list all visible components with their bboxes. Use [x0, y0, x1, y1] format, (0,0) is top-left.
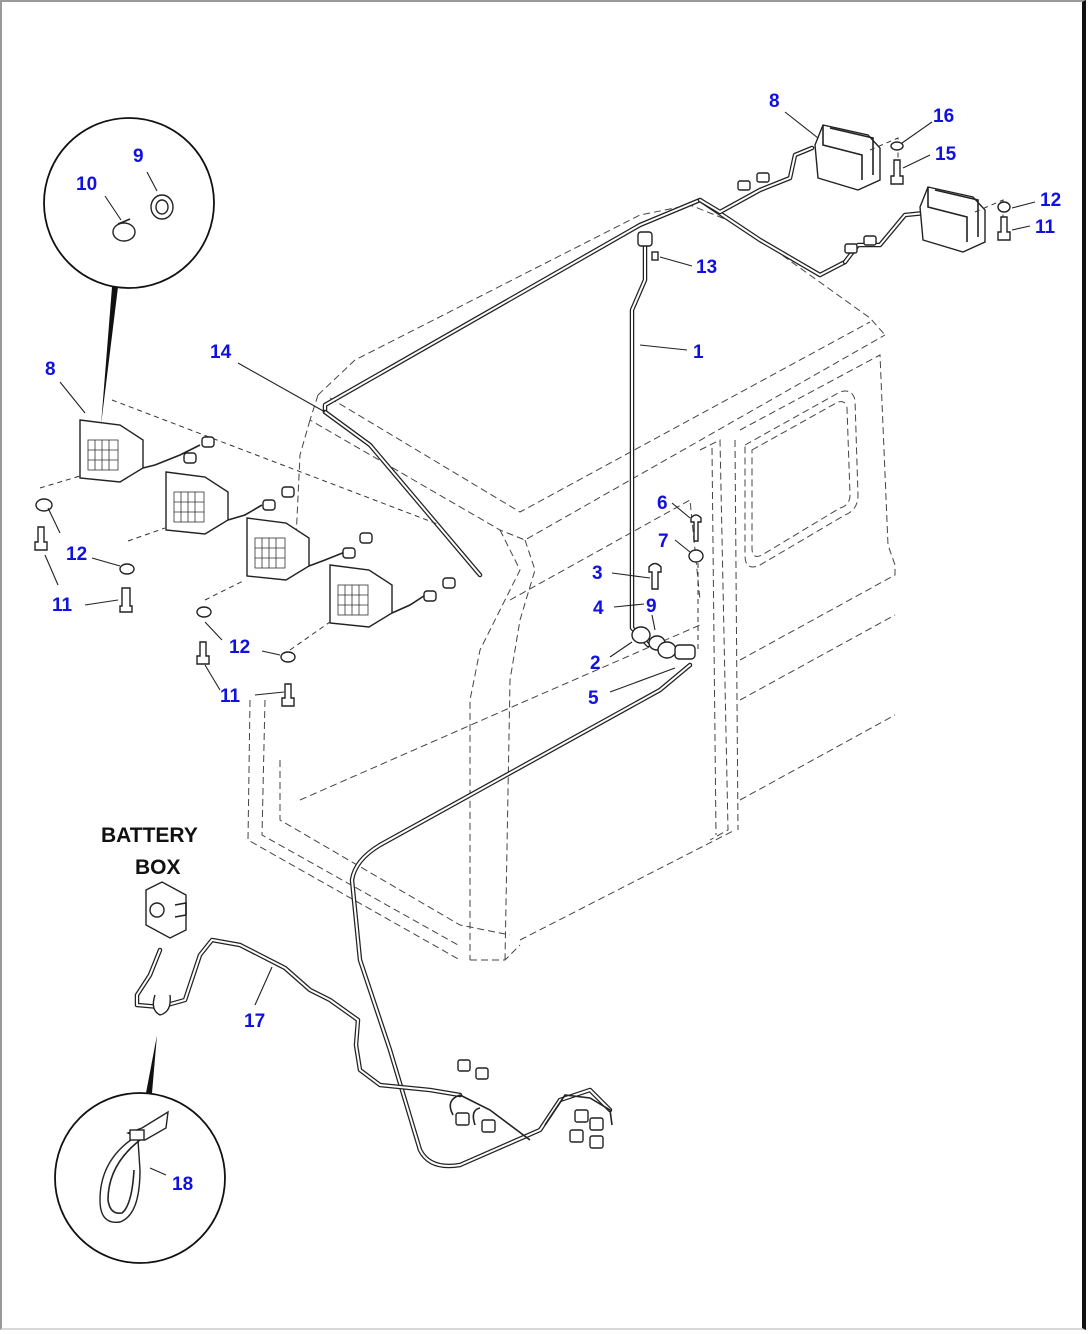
- bolt-11-a2: [119, 587, 133, 613]
- battery-box: [145, 881, 187, 939]
- bolt-11-a1: [34, 526, 48, 551]
- callout-12-right: 12: [1040, 190, 1061, 211]
- washer-7: [688, 549, 704, 563]
- work-lamp-left-4: [329, 564, 393, 628]
- callout-13: 13: [696, 257, 717, 278]
- cable-tie-on-harness: [152, 994, 171, 1016]
- callout-9-detail: 9: [133, 146, 144, 167]
- callout-16: 16: [933, 106, 954, 127]
- callout-12-a: 12: [66, 544, 87, 565]
- cable-tie-part-18: [99, 1110, 169, 1224]
- work-lamp-left-2: [165, 471, 229, 535]
- callout-5: 5: [588, 688, 599, 709]
- callout-15: 15: [935, 144, 957, 165]
- callout-4: 4: [593, 598, 604, 619]
- leader-lines: [44, 111, 1036, 1006]
- detail-circle-cable-tie: [54, 1035, 226, 1264]
- detail-circle-plugs: [43, 117, 215, 425]
- callout-10: 10: [76, 174, 97, 195]
- callout-17: 17: [244, 1011, 265, 1032]
- connector-assembly: [631, 626, 696, 660]
- nut-12-a2: [119, 563, 135, 575]
- nut-12-b1: [196, 606, 212, 618]
- nut-12-b2: [280, 651, 296, 663]
- washer-12-a1: [35, 498, 53, 512]
- washer-16: [890, 141, 904, 151]
- callout-11-right: 11: [1035, 217, 1056, 238]
- work-lamp-left-3: [246, 517, 310, 581]
- bolt-6: [690, 514, 702, 542]
- callout-2: 2: [590, 653, 601, 674]
- callout-18: 18: [172, 1174, 193, 1195]
- battery-box-caption-line2: BOX: [135, 856, 181, 879]
- cab-outline: [247, 204, 896, 961]
- callout-12-b: 12: [229, 637, 250, 658]
- callout-11-b: 11: [220, 686, 241, 707]
- work-lamp-rear-1: [814, 124, 881, 191]
- work-lamp-left-1: [79, 419, 144, 483]
- bolt-11-right: [997, 216, 1011, 241]
- battery-box-caption-line1: BATTERY: [101, 824, 198, 847]
- blind-plug-part-10: [112, 218, 136, 242]
- bolt-11-b2: [281, 683, 295, 707]
- callout-11-a: 11: [52, 595, 73, 616]
- work-lamp-rear-2: [919, 186, 986, 253]
- callouts: 8 16 15 12 11 13 1 9 10 14 8 12 11 12 11…: [45, 91, 1061, 1195]
- bolt-3: [648, 562, 662, 590]
- grommet-part-9: [150, 194, 174, 220]
- bolt-15: [890, 159, 904, 185]
- callout-1: 1: [693, 342, 704, 363]
- rear-lamps: [737, 124, 1004, 254]
- callout-8-left: 8: [45, 359, 56, 380]
- bolt-11-b1: [196, 641, 210, 665]
- callout-7: 7: [658, 531, 669, 552]
- callout-6: 6: [657, 493, 668, 514]
- clamp-part-13: [637, 231, 659, 261]
- callout-14: 14: [210, 342, 232, 363]
- nut-12-right: [997, 201, 1011, 213]
- callout-9-conn: 9: [646, 596, 657, 617]
- front-lamps: [39, 399, 456, 651]
- callout-8-top: 8: [769, 91, 780, 112]
- callout-3: 3: [592, 563, 603, 584]
- harness-part-17: [134, 662, 693, 1169]
